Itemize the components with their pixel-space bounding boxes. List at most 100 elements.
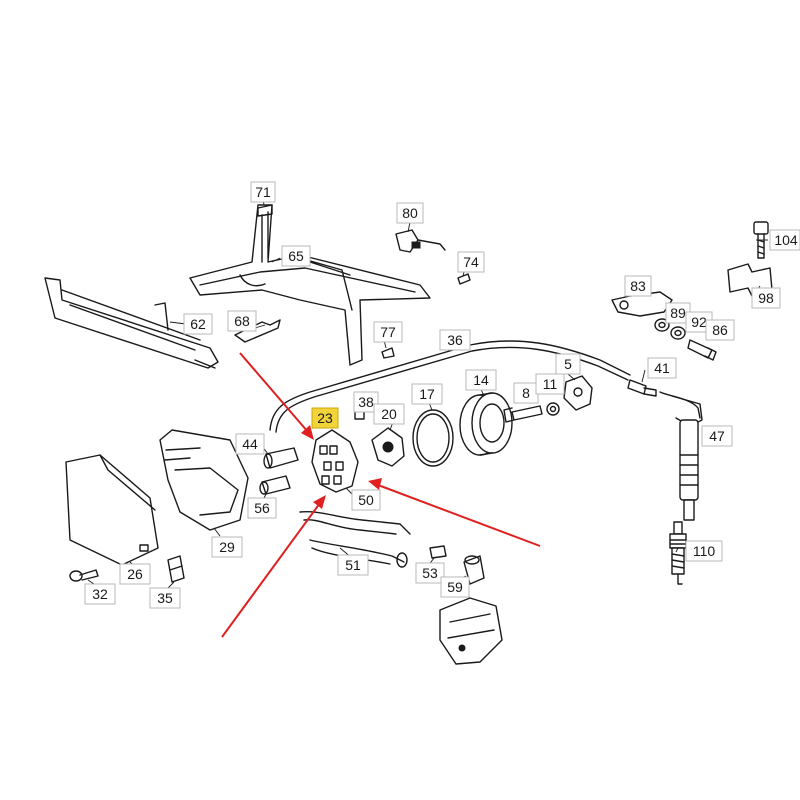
part-label-26: 26 xyxy=(119,563,151,585)
part-14-pulley xyxy=(459,392,513,456)
part-label-14: 14 xyxy=(465,369,497,391)
svg-text:14: 14 xyxy=(473,372,489,388)
svg-text:50: 50 xyxy=(358,492,374,508)
part-68-clip xyxy=(234,319,281,343)
svg-text:36: 36 xyxy=(447,332,463,348)
part-35-clip xyxy=(167,555,185,583)
svg-text:23: 23 xyxy=(317,410,333,426)
svg-text:68: 68 xyxy=(234,313,250,329)
svg-text:92: 92 xyxy=(691,314,707,330)
part-89-washer xyxy=(654,318,670,332)
svg-text:59: 59 xyxy=(447,579,463,595)
svg-text:110: 110 xyxy=(693,543,716,559)
part-65-frame xyxy=(189,204,431,366)
svg-text:35: 35 xyxy=(157,590,173,606)
part-label-51: 51 xyxy=(337,554,369,576)
part-8-bolt xyxy=(503,405,543,423)
svg-text:44: 44 xyxy=(242,436,258,452)
svg-text:74: 74 xyxy=(463,254,479,270)
part-label-98: 98 xyxy=(751,287,781,309)
svg-text:20: 20 xyxy=(381,406,397,422)
svg-text:98: 98 xyxy=(758,290,774,306)
svg-text:89: 89 xyxy=(670,305,686,321)
part-label-65: 65 xyxy=(281,245,311,267)
svg-text:56: 56 xyxy=(254,500,270,516)
part-label-44: 44 xyxy=(235,433,265,455)
svg-text:86: 86 xyxy=(712,322,728,338)
part-label-74: 74 xyxy=(457,251,485,273)
part-label-110: 110 xyxy=(685,540,723,562)
svg-text:32: 32 xyxy=(92,586,108,602)
part-label-77: 77 xyxy=(373,321,403,343)
svg-text:83: 83 xyxy=(630,278,646,294)
part-77-clip xyxy=(381,347,395,359)
svg-text:65: 65 xyxy=(288,248,304,264)
part-29-cover xyxy=(159,429,249,531)
part-coil-housing xyxy=(439,597,503,665)
part-label-56: 56 xyxy=(247,497,277,519)
part-26-cover xyxy=(65,454,159,566)
part-label-11: 11 xyxy=(535,373,565,395)
svg-text:104: 104 xyxy=(774,232,798,248)
part-label-35: 35 xyxy=(149,587,181,609)
part-label-38: 38 xyxy=(353,391,379,413)
svg-text:77: 77 xyxy=(380,324,396,340)
part-44-sensor xyxy=(263,447,299,469)
part-62-bracket xyxy=(44,277,219,369)
part-label-53: 53 xyxy=(415,562,445,584)
svg-text:47: 47 xyxy=(709,428,725,444)
svg-text:80: 80 xyxy=(402,205,418,221)
svg-text:5: 5 xyxy=(564,356,572,372)
part-label-29: 29 xyxy=(211,536,243,558)
part-80-connector xyxy=(395,229,446,253)
svg-text:26: 26 xyxy=(127,566,143,582)
part-label-68: 68 xyxy=(227,310,257,332)
svg-text:51: 51 xyxy=(345,557,361,573)
part-92-nut xyxy=(670,326,686,340)
svg-text:17: 17 xyxy=(419,386,435,402)
part-label-23-highlighted: 23 xyxy=(311,407,339,429)
part-86-bolt xyxy=(687,339,717,361)
part-5-plate xyxy=(563,375,593,411)
part-label-86: 86 xyxy=(705,319,735,341)
part-11-washer xyxy=(546,402,560,416)
part-label-71: 71 xyxy=(250,181,276,203)
part-label-5: 5 xyxy=(555,353,581,375)
svg-text:71: 71 xyxy=(255,184,271,200)
part-56-sensor xyxy=(259,475,291,495)
part-47-ignition-lead xyxy=(659,391,703,521)
part-32-bolt xyxy=(69,569,99,582)
svg-text:8: 8 xyxy=(522,385,530,401)
part-label-41: 41 xyxy=(647,357,677,379)
svg-text:41: 41 xyxy=(654,360,670,376)
part-labels: 71 80 104 65 74 83 98 89 92 86 62 68 77 … xyxy=(84,181,800,609)
part-label-47: 47 xyxy=(701,425,733,447)
part-label-59: 59 xyxy=(440,576,470,598)
part-110-spark-plug xyxy=(669,521,687,585)
svg-text:11: 11 xyxy=(543,376,558,392)
part-label-104: 104 xyxy=(769,229,800,251)
part-label-8: 8 xyxy=(513,382,539,404)
part-17-o-ring xyxy=(412,409,454,467)
part-label-80: 80 xyxy=(396,202,424,224)
part-71-clip xyxy=(257,204,273,217)
part-20-cap xyxy=(371,427,405,467)
svg-text:62: 62 xyxy=(190,316,206,332)
part-label-36: 36 xyxy=(439,329,471,351)
part-104-bolt xyxy=(753,221,769,259)
part-41-connector xyxy=(627,379,657,397)
svg-text:38: 38 xyxy=(358,394,374,410)
svg-text:29: 29 xyxy=(219,539,235,555)
part-label-83: 83 xyxy=(624,275,652,297)
svg-text:53: 53 xyxy=(422,565,438,581)
part-label-20: 20 xyxy=(373,403,405,425)
part-label-62: 62 xyxy=(183,313,213,335)
part-23-distributor xyxy=(311,429,359,493)
part-label-17: 17 xyxy=(411,383,443,405)
part-74-plug xyxy=(457,273,471,285)
part-53-bolt xyxy=(429,545,447,559)
annotation-arrows xyxy=(221,352,541,638)
part-label-50: 50 xyxy=(351,489,381,511)
part-label-32: 32 xyxy=(84,583,116,605)
